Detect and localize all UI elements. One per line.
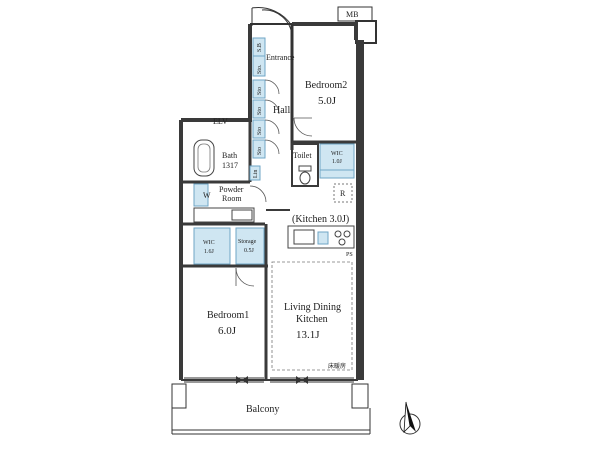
balcony-rail [172, 429, 370, 435]
bath-label: Bath [222, 151, 237, 160]
wic-left [193, 227, 231, 265]
toilet-room [291, 143, 319, 187]
linen-closet [249, 165, 261, 181]
storage-label: Storage [238, 239, 257, 245]
mb-column [355, 20, 377, 44]
bedroom2-label: Bedroom2 [305, 80, 347, 91]
wic-left-size: 1.6J [204, 249, 215, 255]
storage-unit-2 [252, 55, 266, 77]
toilet-tank [298, 165, 312, 172]
w-label: W [203, 191, 211, 200]
balcony-label: Balcony [246, 404, 279, 415]
entrance-area [250, 7, 294, 150]
elv-label: ELV [213, 117, 228, 126]
sb-label: S.B [257, 43, 263, 52]
balcony-left-column [171, 383, 187, 409]
wic-left-label: WIC [203, 240, 215, 246]
bedroom2-size: 5.0J [318, 95, 337, 107]
storage-size: 0.5J [244, 248, 255, 254]
balcony-windows [184, 377, 354, 383]
bedroom1-size: 6.0J [218, 325, 237, 337]
washer-box [193, 183, 209, 207]
north-arrow-icon [399, 401, 421, 435]
entrance-label: Entrance [266, 53, 295, 62]
lin-label: Lin [253, 170, 259, 178]
r-label: R [340, 189, 346, 198]
bedroom1-label: Bedroom1 [207, 310, 249, 321]
sto-label-1: Sto [257, 87, 263, 95]
bathtub-icon [193, 139, 215, 177]
bath-size: 1317 [222, 161, 238, 170]
powder-door-arc [249, 185, 267, 203]
storage-unit-4 [252, 99, 266, 119]
vanity-counter [193, 207, 255, 223]
storage-unit-6 [252, 139, 266, 159]
window-markers [236, 376, 308, 384]
sto-label-4: Sto [257, 147, 263, 155]
right-column [356, 40, 364, 380]
storage-room [235, 227, 265, 265]
kitchen-sink [293, 229, 315, 245]
dishwasher-box [317, 231, 329, 245]
ldk-label-2: Kitchen [296, 314, 328, 325]
sto-label-entrance: Sto. [257, 64, 263, 74]
bedroom1-door-arc [235, 267, 255, 287]
storage-unit-3 [252, 79, 266, 99]
sto-label-3: Sto [257, 127, 263, 135]
floor-heating-area [271, 261, 353, 371]
ldk-label-1: Living Dining [284, 302, 341, 313]
balcony-right-column [351, 383, 369, 409]
mb-label: MB [346, 10, 358, 19]
powder-room-label-1: Powder [219, 185, 244, 194]
powder-room-label-2: Room [222, 194, 242, 203]
ldk-size: 13.1J [296, 329, 320, 341]
wic-top-label: WIC [331, 151, 343, 157]
floor-heating-label: 床暖房 [328, 362, 346, 370]
wic-top-shelf [319, 169, 355, 179]
hall-storage-column: S.B Sto. Sto Sto Sto Sto [252, 37, 280, 159]
kitchen-counter [287, 225, 355, 249]
kitchen-label: (Kitchen 3.0J) [292, 214, 349, 225]
wic-top-size: 1.0J [332, 159, 343, 165]
sto-label-2: Sto [257, 107, 263, 115]
toilet-icon [299, 171, 311, 185]
balcony-sides [171, 408, 371, 434]
vanity-sink [231, 209, 253, 221]
toilet-label: Toilet [293, 151, 312, 160]
bedroom2-door [293, 117, 313, 137]
wic-top [319, 143, 355, 171]
bath-wall [181, 120, 252, 184]
ps-label: PS [346, 252, 353, 258]
bathtub-inner [197, 143, 211, 173]
hall-label: Hall [273, 105, 290, 116]
storage-unit-5 [252, 119, 266, 139]
stove-icon [334, 230, 351, 246]
refrigerator-box [333, 183, 353, 203]
